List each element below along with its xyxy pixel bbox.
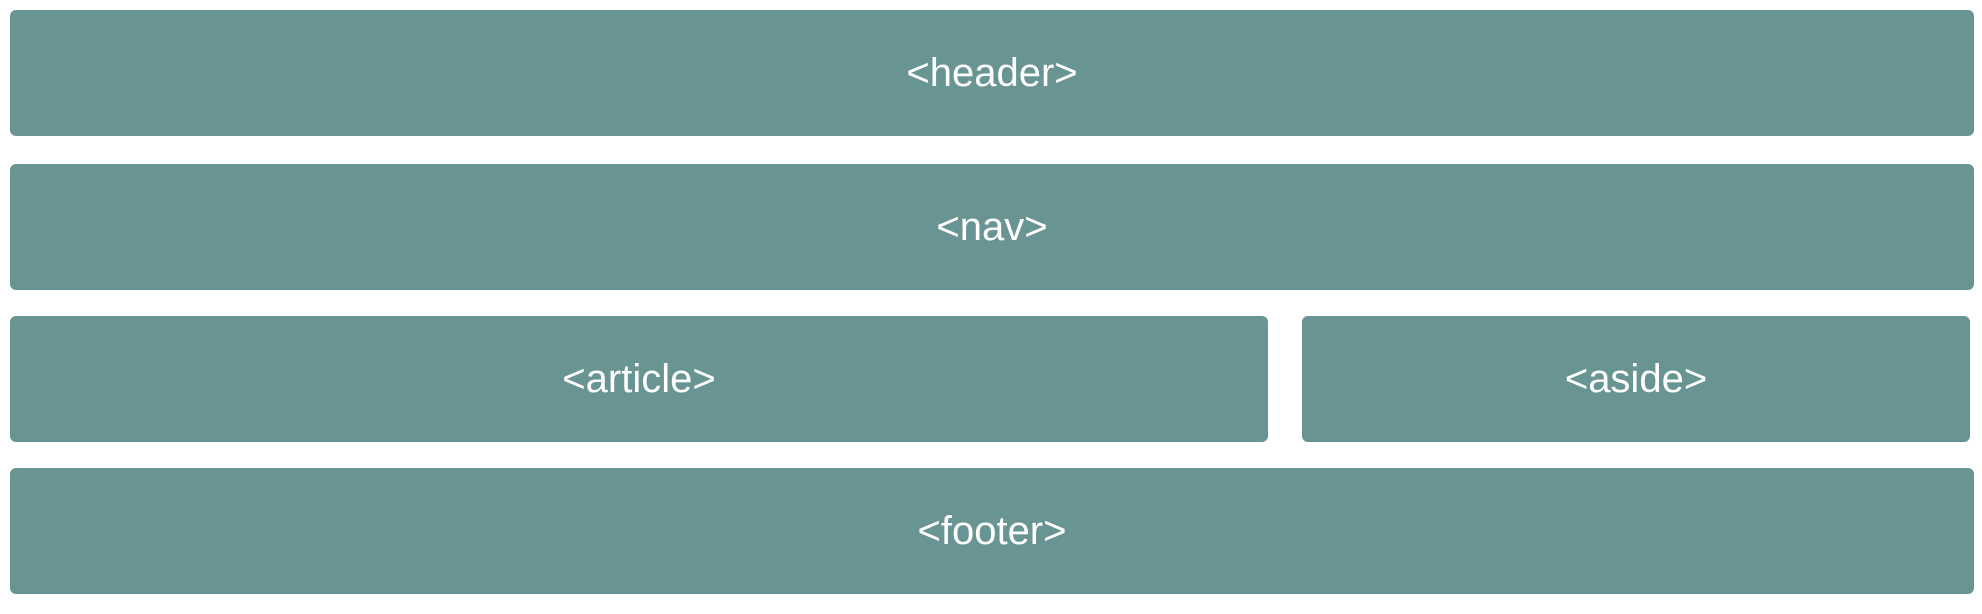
article-block: <article>	[10, 316, 1268, 442]
header-label: <header>	[906, 51, 1078, 95]
nav-block: <nav>	[10, 164, 1974, 290]
aside-label: <aside>	[1564, 357, 1708, 401]
header-block: <header>	[10, 10, 1974, 136]
nav-label: <nav>	[936, 205, 1048, 249]
footer-label: <footer>	[917, 509, 1067, 553]
aside-block: <aside>	[1302, 316, 1970, 442]
footer-block: <footer>	[10, 468, 1974, 594]
article-label: <article>	[562, 357, 716, 401]
